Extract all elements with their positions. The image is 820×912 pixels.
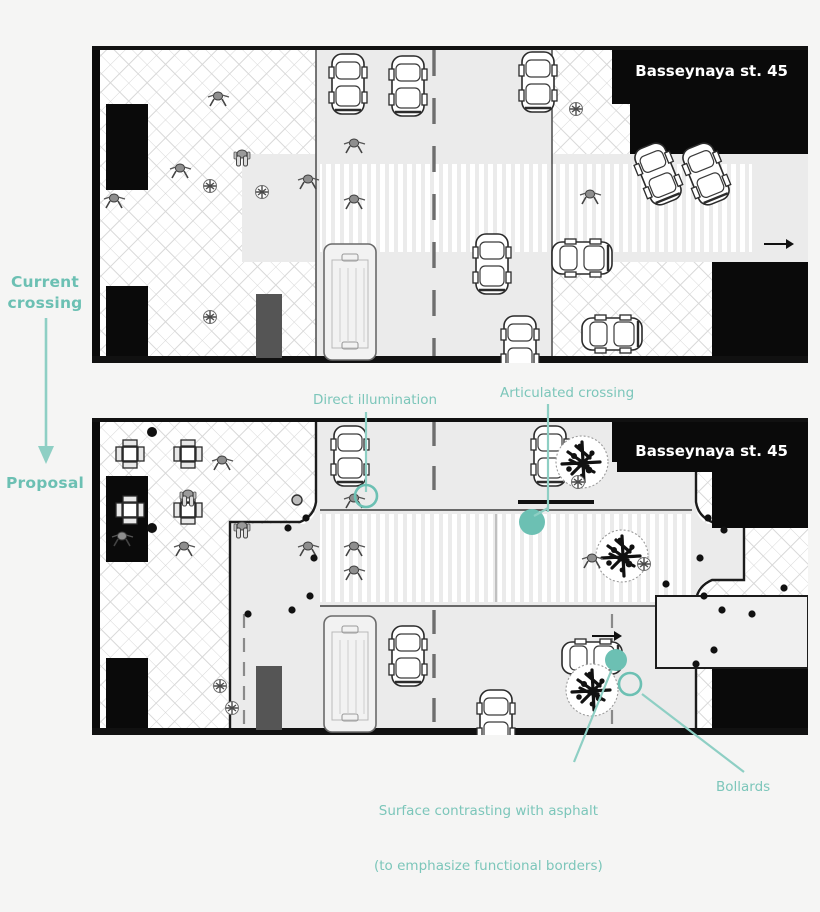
arrow-right-icon <box>592 631 622 641</box>
bus-top-view-icon <box>323 615 377 733</box>
annotation-surface-contrast-line2: (to emphasize functional borders) <box>374 858 603 875</box>
annotation-direct-illumination: Direct illumination <box>313 392 438 408</box>
stage-label-current-line2: crossing <box>7 293 83 312</box>
car-top-view-icon <box>580 313 644 355</box>
car-top-view-icon <box>387 624 429 688</box>
car-top-view-icon <box>327 52 369 116</box>
tree-icon <box>224 700 240 716</box>
tree-icon <box>202 178 218 194</box>
tree-icon <box>636 556 652 572</box>
tree-icon <box>254 184 270 200</box>
plan-proposal: Basseynaya st. 45 <box>92 418 808 735</box>
annotation-articulated-crossing: Articulated crossing <box>500 385 635 401</box>
tree-icon <box>202 309 218 325</box>
car-top-view-icon <box>387 54 429 118</box>
car-top-view-icon <box>550 237 614 279</box>
bus-top-view-icon <box>323 243 377 361</box>
car-top-view-icon <box>517 50 559 114</box>
tree-icon <box>212 678 228 694</box>
car-top-view-icon <box>475 688 517 735</box>
diagram-canvas: Current crossing Proposal <box>2 46 808 874</box>
arrow-down-icon <box>36 318 56 468</box>
plan-current-drawing <box>92 46 808 363</box>
annotation-surface-contrast: Surface contrasting with asphalt (to emp… <box>374 766 603 912</box>
arrow-right-icon <box>764 239 794 249</box>
car-top-view-icon <box>471 232 513 296</box>
annotation-surface-contrast-line1: Surface contrasting with asphalt <box>378 803 598 820</box>
stage-label-proposal: Proposal <box>6 474 84 492</box>
tree-icon <box>570 474 586 490</box>
car-top-view-icon <box>329 424 371 488</box>
tree-icon <box>568 101 584 117</box>
bollard-icon <box>244 514 788 668</box>
street-sign-current: Basseynaya st. 45 <box>617 52 806 92</box>
tree-icon <box>564 662 620 718</box>
car-top-view-icon <box>499 314 541 363</box>
street-sign-proposal: Basseynaya st. 45 <box>617 432 806 472</box>
stage-label-current: Current crossing <box>2 272 88 314</box>
plan-current-crossing: Basseynaya st. 45 <box>92 46 808 363</box>
tree-icon <box>594 528 650 584</box>
street-lamp-icon <box>291 494 303 506</box>
stage-label-current-line1: Current <box>10 273 80 291</box>
annotation-bollards: Bollards <box>716 779 771 795</box>
